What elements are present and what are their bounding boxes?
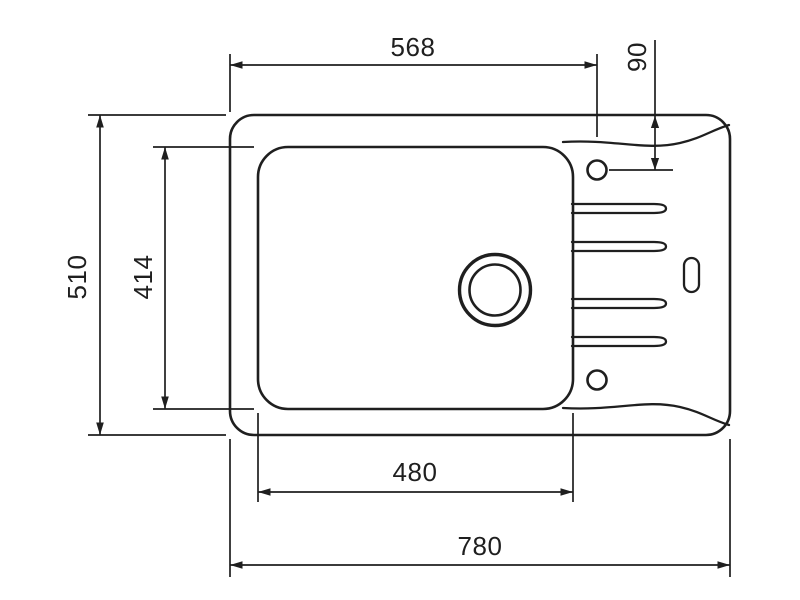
sink-body <box>228 113 732 437</box>
arrowhead <box>650 116 660 128</box>
arrowhead <box>650 158 660 170</box>
tap-hole-top <box>586 159 608 181</box>
drainer-groove <box>570 335 668 348</box>
dimension-label-568: 568 <box>391 32 436 62</box>
dimension-bowl-depth: 414 <box>128 146 254 410</box>
overflow-slot <box>682 256 701 294</box>
dimension-label-510: 510 <box>62 255 92 300</box>
dimension-label-414: 414 <box>128 255 158 300</box>
dimension-label-90: 90 <box>622 42 652 72</box>
dimension-overall-width: 780 <box>229 439 731 577</box>
drain-inner-circle <box>468 263 522 317</box>
drainer-groove <box>570 297 668 310</box>
dimension-tap-hole-offset: 90 <box>609 40 673 171</box>
drainer-grooves <box>570 202 668 348</box>
sink-outer-edge <box>228 113 732 437</box>
tap-hole-bottom <box>586 369 608 391</box>
drainer-groove <box>570 202 668 215</box>
dimension-label-780: 780 <box>458 531 503 561</box>
drainer-top-edge <box>561 123 731 147</box>
sink-bowl <box>256 145 575 411</box>
dimension-label-480: 480 <box>393 457 438 487</box>
drain <box>457 252 533 328</box>
drainer-bottom-edge <box>561 403 731 427</box>
dimension-left-to-tap-hole: 568 <box>229 32 598 137</box>
drainer-groove <box>570 240 668 253</box>
dimension-bowl-width: 480 <box>257 413 574 502</box>
dimension-overall-depth: 510 <box>62 114 226 436</box>
drain-outer-circle <box>457 252 533 328</box>
